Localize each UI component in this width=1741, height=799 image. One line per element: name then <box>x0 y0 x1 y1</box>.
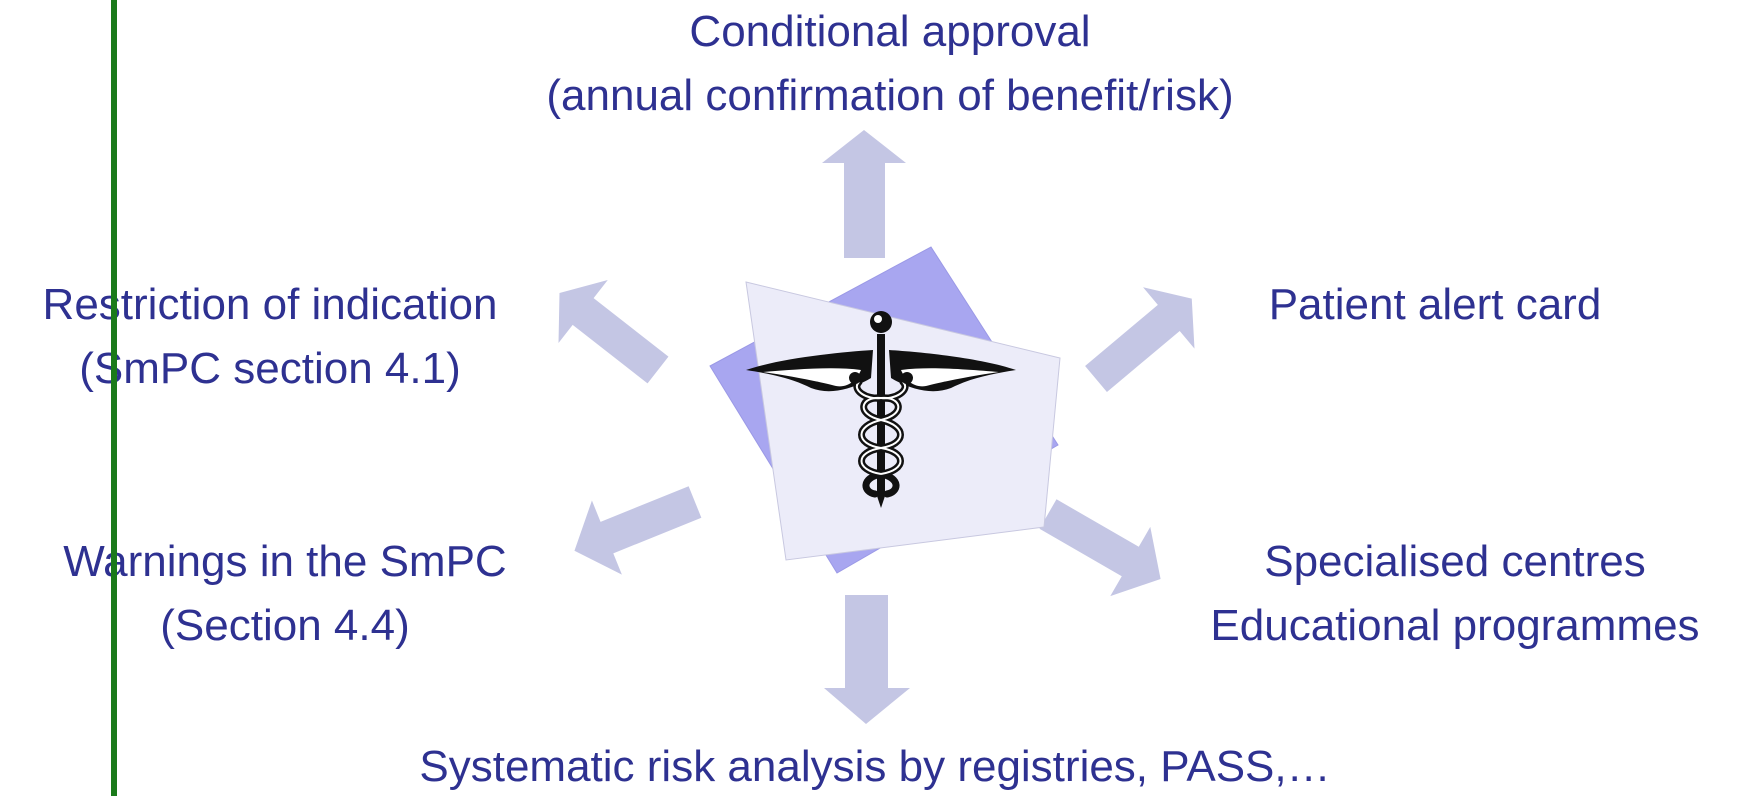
arrow-upper-left-group <box>558 279 669 384</box>
arrow-lower-right <box>1039 499 1161 597</box>
arrow-lower-left <box>574 486 702 575</box>
label-lower-right-line1: Specialised centres <box>1264 537 1646 586</box>
arrow-upper-right <box>1085 287 1195 393</box>
label-top-line2: (annual confirmation of benefit/risk) <box>546 71 1234 120</box>
label-lower-left-line2: (Section 4.4) <box>160 601 410 650</box>
caduceus-icon <box>746 311 1016 508</box>
label-lower-left-line1: Warnings in the SmPC <box>63 537 507 586</box>
label-lower-right-line2: Educational programmes <box>1210 601 1700 650</box>
label-upper-left: Restriction of indication (SmPC section … <box>0 273 540 401</box>
arrow-down <box>824 595 910 724</box>
card-front <box>745 281 1061 561</box>
label-upper-right-line1: Patient alert card <box>1268 280 1602 329</box>
label-lower-left: Warnings in the SmPC (Section 4.4) <box>20 530 550 658</box>
label-lower-right: Specialised centres Educational programm… <box>1170 530 1740 658</box>
vertical-green-line <box>111 0 117 796</box>
label-upper-left-line1: Restriction of indication <box>42 280 498 329</box>
label-top: Conditional approval (annual confirmatio… <box>470 0 1310 128</box>
label-upper-left-line2: (SmPC section 4.1) <box>79 344 461 393</box>
arrow-up <box>822 130 906 258</box>
label-bottom: Systematic risk analysis by registries, … <box>300 735 1450 799</box>
label-upper-right: Patient alert card <box>1230 273 1640 337</box>
label-top-line1: Conditional approval <box>689 7 1091 56</box>
label-bottom-line1: Systematic risk analysis by registries, … <box>419 742 1331 791</box>
